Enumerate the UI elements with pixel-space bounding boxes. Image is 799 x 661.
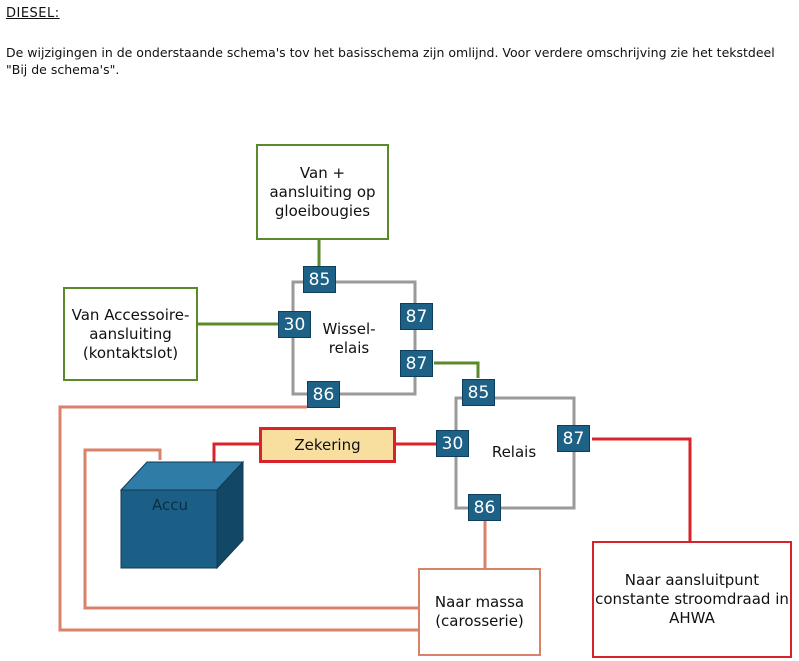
wisselrelais-pin-87-top: 87 — [400, 303, 433, 330]
relais-pin-87: 87 — [557, 425, 590, 452]
wisselrelais-pin-30: 30 — [278, 311, 311, 338]
naar-massa-box: Naar massa (carosserie) — [418, 568, 541, 656]
wisselrelais-pin-85: 85 — [303, 266, 336, 293]
wire-accu-zekering — [212, 442, 259, 466]
intro-text: De wijzigingen in de onderstaande schema… — [6, 45, 775, 77]
accu-front — [120, 489, 218, 569]
wisselrelais-frame — [291, 280, 417, 396]
wisselrelais-pin-86: 86 — [307, 381, 340, 408]
accu-label: Accu — [152, 496, 188, 514]
naar-massa-label: Naar massa (carosserie) — [434, 593, 525, 630]
relais-pin-30: 30 — [436, 430, 469, 457]
van-plus-label: Van + aansluiting op gloeibougies — [269, 163, 376, 220]
zekering-box: Zekering — [259, 427, 396, 463]
wire-86-massa-outer — [58, 405, 418, 632]
wisselrelais-label: Wissel-relais — [322, 320, 376, 357]
wire-87-85 — [434, 361, 480, 378]
naar-aansluitpunt-box: Naar aansluitpunt constante stroomdraad … — [592, 541, 792, 658]
wire-87-aansluitpunt — [592, 437, 692, 541]
zekering-label: Zekering — [294, 435, 361, 454]
relais-pin-85: 85 — [462, 379, 495, 406]
van-accessoire-label: Van Accessoire-aansluiting (kontaktslot) — [71, 305, 190, 362]
relais-label: Relais — [491, 443, 537, 461]
van-plus-box: Van + aansluiting op gloeibougies — [256, 144, 389, 240]
naar-aansluitpunt-label: Naar aansluitpunt constante stroomdraad … — [595, 571, 789, 627]
wisselrelais-pin-87-bottom: 87 — [400, 350, 433, 377]
page-title: DIESEL: — [6, 6, 60, 21]
van-accessoire-box: Van Accessoire-aansluiting (kontaktslot) — [63, 287, 198, 381]
relais-pin-86: 86 — [468, 494, 501, 521]
wire-accu-massa — [83, 448, 418, 610]
